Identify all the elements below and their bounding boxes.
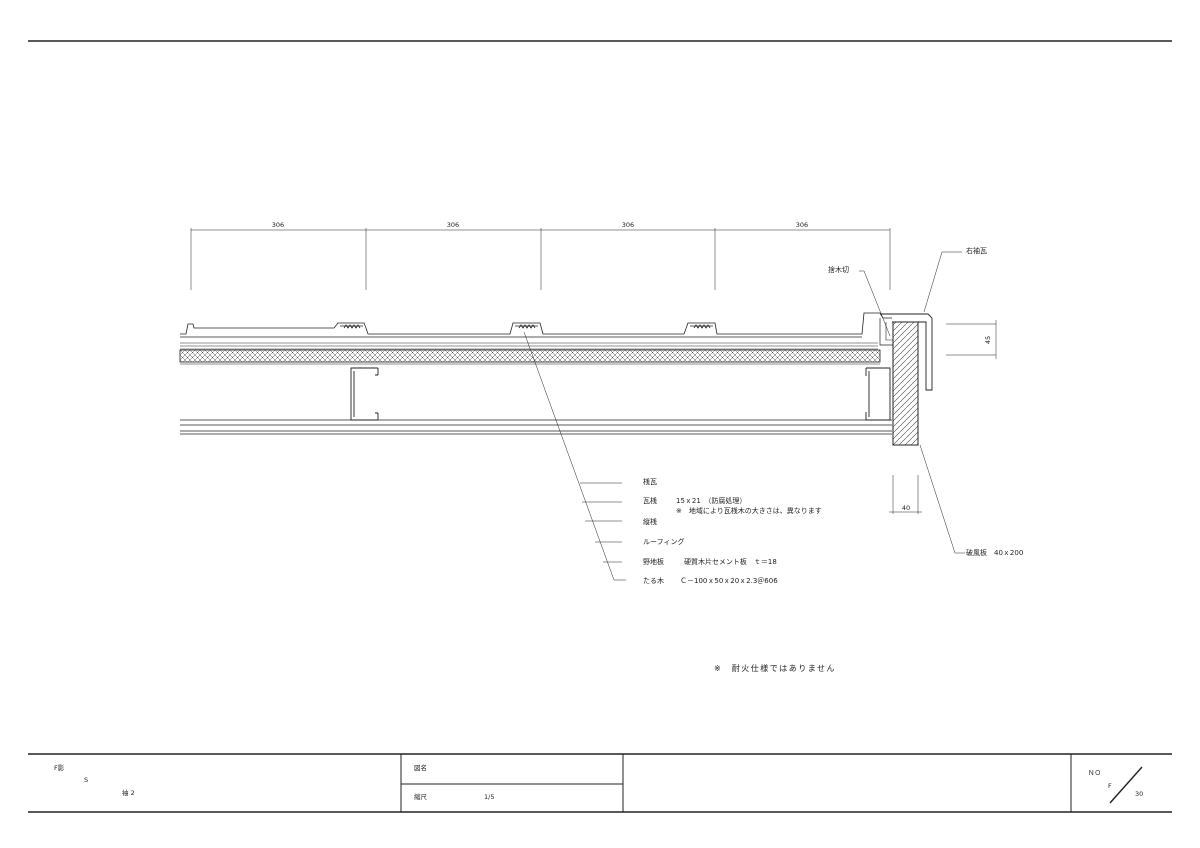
layer-label-tile: 桟瓦 <box>643 477 657 486</box>
sheet-no-label: ＮＯ <box>1088 769 1101 777</box>
sheet-number: 30 <box>1135 790 1143 798</box>
rafter-c-channel-left <box>350 367 379 421</box>
dimension-label-45: 45 <box>984 336 992 344</box>
dimension-label-2: 306 <box>447 221 459 229</box>
callout-leaders <box>523 251 965 581</box>
layer-spec-batten: 15ｘ21 （防腐処理） <box>676 496 746 505</box>
layer-label-rafter: たる木 <box>643 576 664 585</box>
layer-note-regional: ※ 地域により瓦桟木の大きさは、異なります <box>676 506 822 515</box>
layer-label-counter-batten: 縦桟 <box>643 517 657 526</box>
drawing-name-label: 図名 <box>414 763 427 772</box>
dimension-width-40 <box>889 475 922 514</box>
layer-label-roofing: ルーフィング <box>643 537 684 546</box>
scale-label: 縮尺 <box>414 792 428 801</box>
sheathing-board <box>179 349 881 363</box>
rafter-c-channel-right <box>865 367 891 421</box>
callout-eave-cut: 捨木切 <box>828 265 849 274</box>
side-tile <box>880 313 933 391</box>
dimension-height-45 <box>946 320 997 359</box>
dimension-label-4: 306 <box>796 221 808 229</box>
dimension-label-3: 306 <box>622 221 634 229</box>
scale-value: 1/5 <box>484 793 494 801</box>
sheet-letter: F <box>1108 782 1112 790</box>
title-left-line1: F影 <box>54 763 65 772</box>
dimension-label-40: 40 <box>902 504 910 512</box>
fascia-board-section <box>892 321 919 446</box>
callout-right-side-tile: 右袖瓦 <box>966 246 987 255</box>
layer-label-sheathing: 野地板 <box>643 557 664 566</box>
layer-spec-rafter: Ｃ－100ｘ50ｘ20ｘ2.3＠606 <box>680 577 778 585</box>
dimension-chain-top <box>190 228 891 290</box>
layer-label-batten: 瓦桟 <box>643 496 657 505</box>
dimension-label-1: 306 <box>272 221 284 229</box>
roof-tiles <box>180 312 892 338</box>
title-left-line2: S <box>84 776 88 784</box>
fire-rating-note: ※ 耐火仕様ではありません <box>714 663 836 673</box>
callout-fascia-board: 破風板 40ｘ200 <box>966 548 1023 557</box>
title-block <box>28 753 1172 812</box>
title-left-line3: 袖 2 <box>122 788 135 797</box>
layer-spec-sheathing: 硬質木片セメント板 ｔ＝18 <box>684 557 777 566</box>
ceiling-lines <box>180 419 892 435</box>
